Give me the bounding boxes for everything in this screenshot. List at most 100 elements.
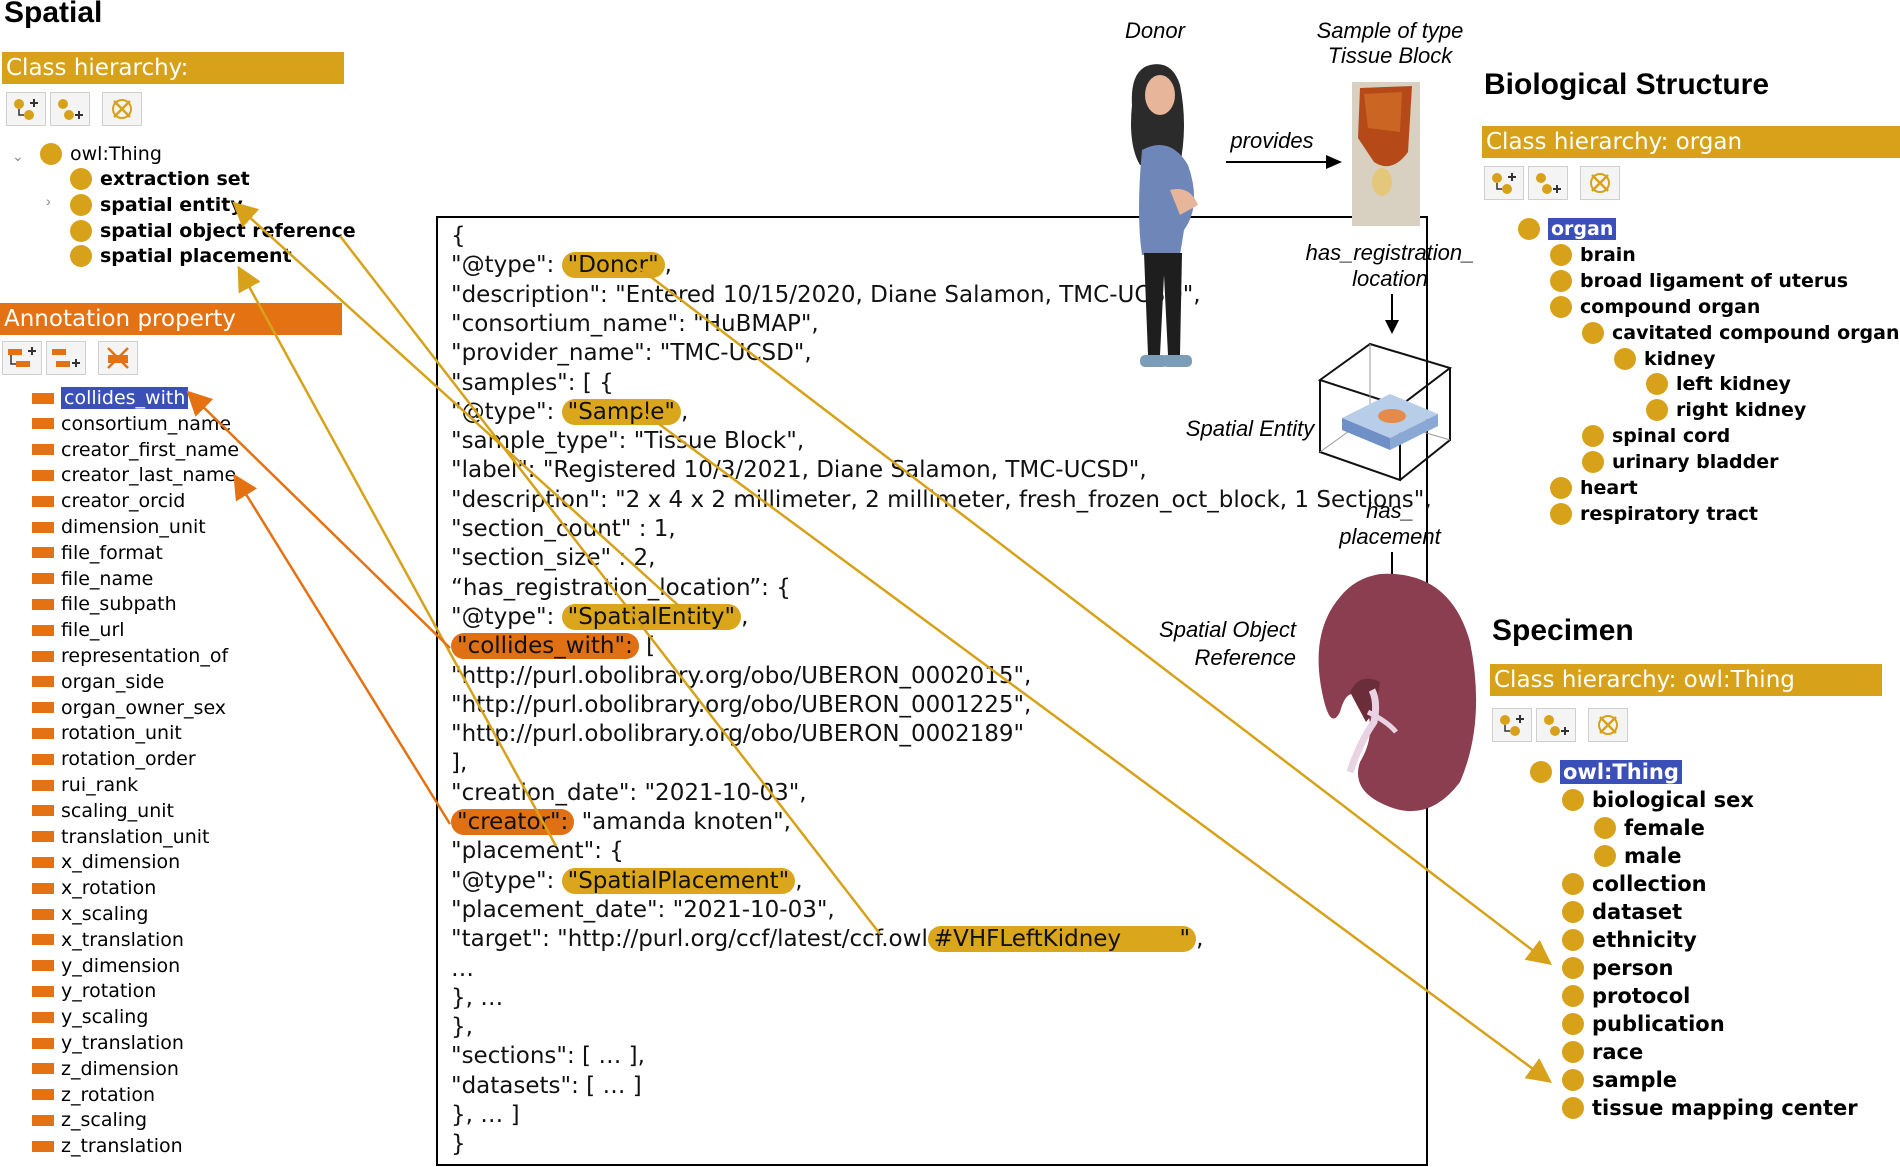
annotation-property-item[interactable]: x_dimension bbox=[32, 850, 180, 874]
organ-tree-item[interactable]: broad ligament of uterus bbox=[1550, 269, 1848, 293]
delete-class-button[interactable] bbox=[1580, 166, 1620, 200]
property-icon bbox=[32, 985, 54, 997]
delete-class-button[interactable] bbox=[102, 92, 142, 126]
annotation-property-label: x_scaling bbox=[61, 903, 149, 925]
organ-tree-item[interactable]: heart bbox=[1550, 476, 1638, 500]
specimen-tree-label: collection bbox=[1592, 872, 1707, 896]
json-line: "creation_date": "2021-10-03", bbox=[451, 779, 807, 808]
annotation-property-item[interactable]: dimension_unit bbox=[32, 515, 206, 539]
json-line: "placement": { bbox=[451, 837, 624, 866]
specimen-tree-item[interactable]: publication bbox=[1562, 1012, 1725, 1036]
annotation-property-item[interactable]: file_name bbox=[32, 567, 153, 591]
json-text: "target": "http://purl.org/ccf/latest/cc… bbox=[451, 926, 928, 953]
annotation-property-item[interactable]: creator_orcid bbox=[32, 489, 185, 513]
tree-item[interactable]: owl:Thing bbox=[40, 142, 162, 166]
specimen-tree-item[interactable]: collection bbox=[1562, 872, 1707, 896]
add-sibling-button[interactable] bbox=[1528, 166, 1568, 200]
annotation-property-item[interactable]: z_rotation bbox=[32, 1083, 155, 1107]
specimen-tree-item[interactable]: race bbox=[1562, 1040, 1643, 1064]
specimen-tree-item[interactable]: sample bbox=[1562, 1068, 1677, 1092]
annotation-property-item[interactable]: consortium_name bbox=[32, 412, 231, 436]
tree-item[interactable]: spatial placement bbox=[70, 244, 292, 268]
has-registration-location-line2: location bbox=[1352, 266, 1428, 291]
add-subclass-button[interactable] bbox=[6, 92, 46, 126]
annotation-property-item[interactable]: y_rotation bbox=[32, 979, 156, 1003]
specimen-tree-item[interactable]: tissue mapping center bbox=[1562, 1096, 1858, 1120]
specimen-tree-item[interactable]: female bbox=[1594, 816, 1705, 840]
annotation-property-item[interactable]: x_scaling bbox=[32, 902, 148, 926]
annotation-property-item[interactable]: z_scaling bbox=[32, 1108, 147, 1132]
json-line: "description": "2 x 4 x 2 millimeter, 2 … bbox=[451, 486, 1432, 515]
annotation-property-item[interactable]: z_translation bbox=[32, 1134, 183, 1158]
annotation-property-item[interactable]: organ_owner_sex bbox=[32, 696, 226, 720]
organ-toolbar bbox=[1484, 166, 1620, 200]
specimen-tree-item[interactable]: dataset bbox=[1562, 900, 1682, 924]
annotation-property-item[interactable]: x_rotation bbox=[32, 876, 156, 900]
organ-tree-item[interactable]: organ bbox=[1518, 217, 1617, 241]
add-sibling-property-button[interactable] bbox=[46, 341, 86, 375]
add-subclass-button[interactable] bbox=[1484, 166, 1524, 200]
organ-tree-item[interactable]: brain bbox=[1550, 243, 1636, 267]
annotation-property-item[interactable]: file_format bbox=[32, 541, 163, 565]
specimen-tree-item[interactable]: person bbox=[1562, 956, 1674, 980]
annotation-property-label: z_dimension bbox=[61, 1057, 179, 1080]
organ-panel-title: Class hierarchy: organ bbox=[1482, 126, 1900, 158]
property-icon bbox=[32, 444, 54, 456]
annotation-property-item[interactable]: scaling_unit bbox=[32, 799, 174, 823]
spatial-object-reference-line2: Reference bbox=[1194, 645, 1296, 670]
tree-item[interactable]: spatial object reference bbox=[70, 219, 356, 243]
organ-tree-item[interactable]: kidney bbox=[1614, 347, 1716, 371]
organ-tree-label: respiratory tract bbox=[1580, 502, 1758, 525]
specimen-tree-item[interactable]: protocol bbox=[1562, 984, 1690, 1008]
add-subclass-button[interactable] bbox=[1492, 708, 1532, 742]
annotation-property-item[interactable]: collides_with bbox=[32, 386, 189, 410]
annotation-property-item[interactable]: creator_last_name bbox=[32, 463, 236, 487]
organ-tree-item[interactable]: right kidney bbox=[1646, 398, 1806, 422]
annotation-property-item[interactable]: rui_rank bbox=[32, 773, 138, 797]
add-sibling-button[interactable] bbox=[1536, 708, 1576, 742]
chevron-right-icon[interactable]: › bbox=[46, 193, 51, 209]
chevron-down-icon[interactable]: ⌄ bbox=[12, 148, 24, 164]
annotation-property-item[interactable]: translation_unit bbox=[32, 825, 209, 849]
donor-figure bbox=[1110, 55, 1210, 385]
specimen-tree-label: dataset bbox=[1592, 900, 1683, 924]
annotation-property-item[interactable]: y_scaling bbox=[32, 1005, 148, 1029]
annotation-property-item[interactable]: representation_of bbox=[32, 644, 228, 668]
annotation-property-item[interactable]: y_translation bbox=[32, 1031, 184, 1055]
tree-item[interactable]: spatial entity bbox=[70, 193, 243, 217]
add-sub-property-button[interactable] bbox=[2, 341, 42, 375]
organ-tree-item[interactable]: respiratory tract bbox=[1550, 502, 1758, 526]
annotation-property-label: consortium_name bbox=[61, 412, 232, 435]
provides-label: provides bbox=[1230, 128, 1314, 153]
specimen-tree-item[interactable]: ethnicity bbox=[1562, 928, 1697, 952]
annotation-property-item[interactable]: file_url bbox=[32, 618, 125, 642]
annotation-property-item[interactable]: organ_side bbox=[32, 670, 164, 694]
organ-tree-item[interactable]: spinal cord bbox=[1582, 424, 1730, 448]
json-text: "@type": bbox=[451, 867, 562, 894]
provides-arrow bbox=[1226, 155, 1342, 169]
delete-class-button[interactable] bbox=[1588, 708, 1628, 742]
annotation-property-item[interactable]: x_translation bbox=[32, 928, 184, 952]
organ-tree-item[interactable]: urinary bladder bbox=[1582, 450, 1779, 474]
organ-tree-item[interactable]: compound organ bbox=[1550, 295, 1760, 319]
annotation-property-item[interactable]: creator_first_name bbox=[32, 438, 239, 462]
delete-property-button[interactable] bbox=[98, 341, 138, 375]
json-line: "placement_date": "2021-10-03", bbox=[451, 896, 835, 925]
annotation-property-item[interactable]: rotation_order bbox=[32, 747, 196, 771]
annotation-property-item[interactable]: z_dimension bbox=[32, 1057, 179, 1081]
organ-tree-item[interactable]: cavitated compound organ bbox=[1582, 321, 1899, 345]
json-text: , bbox=[664, 252, 672, 279]
annotation-property-item[interactable]: file_subpath bbox=[32, 592, 177, 616]
annotation-property-item[interactable]: y_dimension bbox=[32, 954, 180, 978]
specimen-tree-item[interactable]: owl:Thing bbox=[1530, 760, 1682, 784]
property-icon bbox=[32, 1140, 54, 1152]
tree-item[interactable]: extraction set bbox=[70, 167, 250, 191]
add-sibling-button[interactable] bbox=[50, 92, 90, 126]
json-line: ], bbox=[451, 749, 467, 778]
specimen-tree-item[interactable]: biological sex bbox=[1562, 788, 1754, 812]
organ-tree-item[interactable]: left kidney bbox=[1646, 372, 1791, 396]
json-text: "@type": bbox=[451, 603, 562, 630]
class-icon bbox=[1594, 817, 1616, 839]
annotation-property-item[interactable]: rotation_unit bbox=[32, 721, 182, 745]
specimen-tree-item[interactable]: male bbox=[1594, 844, 1682, 868]
